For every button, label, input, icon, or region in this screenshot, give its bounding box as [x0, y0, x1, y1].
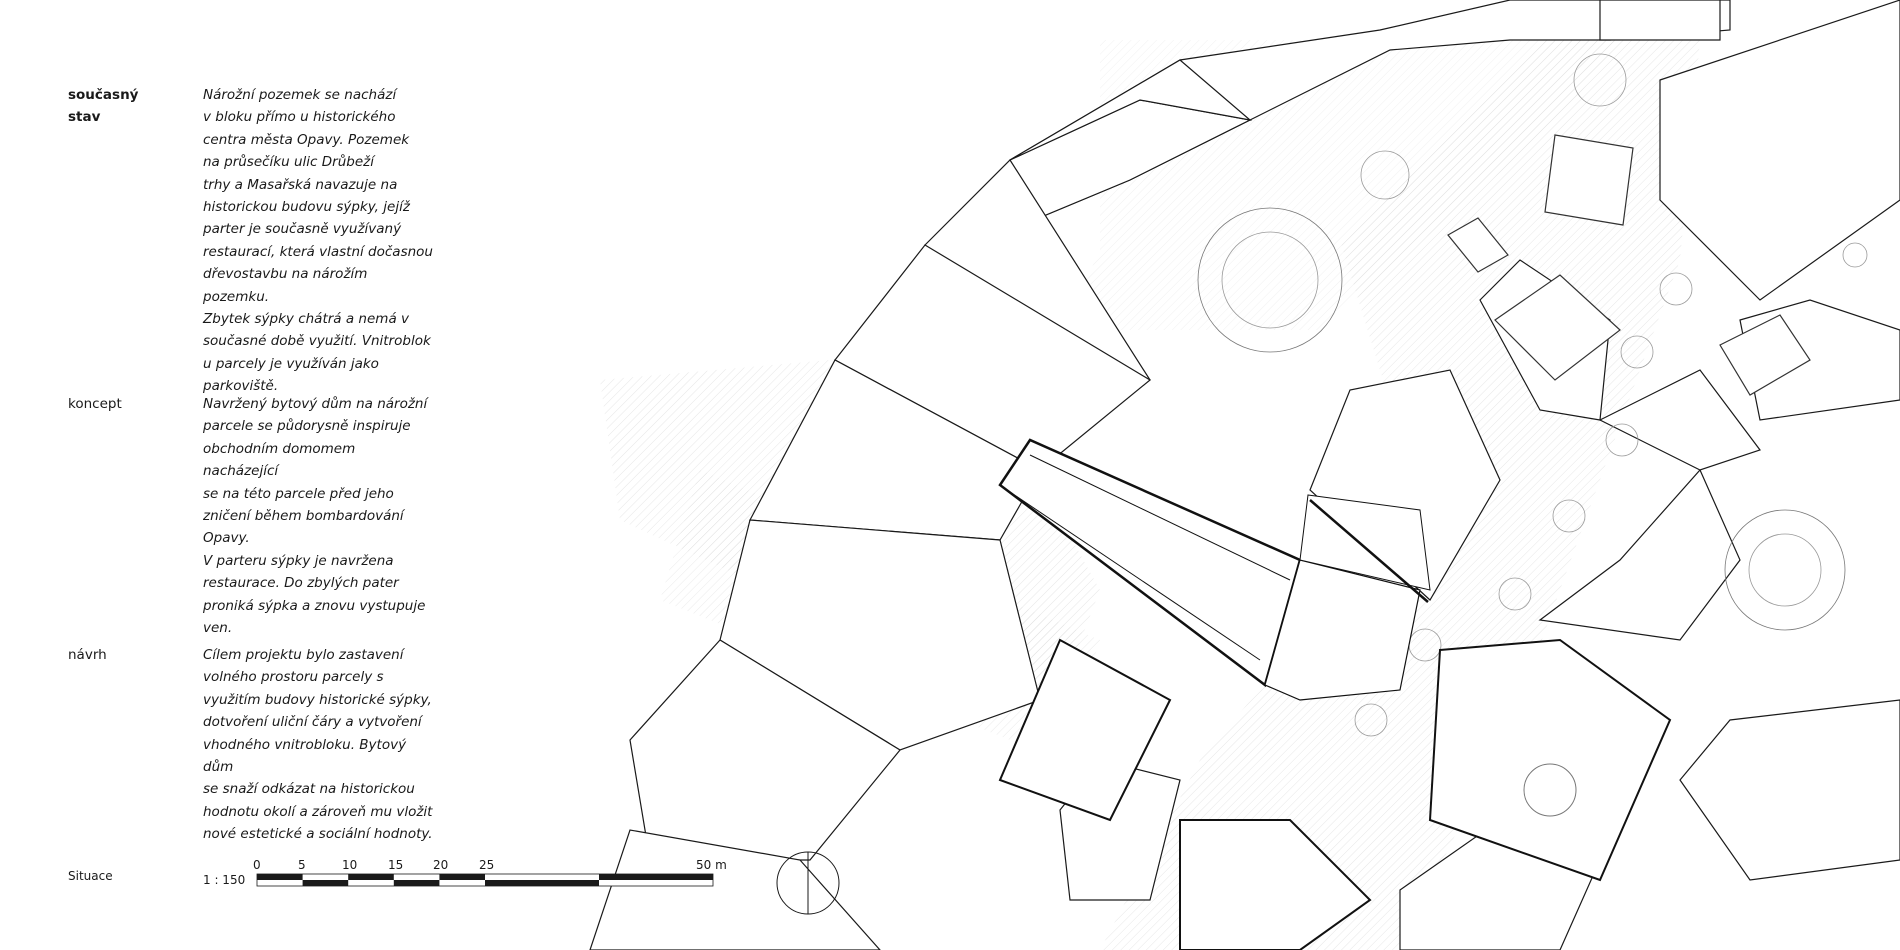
- section-label: současný stav: [68, 87, 139, 126]
- section-label: koncept: [68, 396, 122, 412]
- courtyard-trees: [1197, 53, 1868, 737]
- scale-tick-5: 5: [298, 858, 306, 872]
- north-arrow-icon: [776, 851, 840, 915]
- proposed-building: [998, 438, 1431, 701]
- scale-tick-20: 20: [433, 858, 448, 872]
- plan-caption: Situace: [68, 869, 113, 883]
- section-label: návrh: [68, 647, 107, 663]
- scale-tick-50: 50 m: [696, 858, 727, 872]
- scale-tick-25: 25: [479, 858, 494, 872]
- scale-tick-15: 15: [388, 858, 403, 872]
- scale-tick-10: 10: [342, 858, 357, 872]
- section-text: Navržený bytový dům na nárožní parcele s…: [203, 396, 428, 637]
- courtyard-pavilions: [1447, 134, 1811, 396]
- scale-tick-0: 0: [253, 858, 261, 872]
- scale-ratio: 1 : 150: [203, 873, 246, 887]
- surrounding-buildings: [589, 0, 1900, 950]
- scale-bar: 0 5 10 15 20 25 50 m: [253, 858, 727, 887]
- proposed-residential: [998, 638, 1672, 950]
- section-text: Nárožní pozemek se nachází v bloku přímo…: [203, 87, 433, 395]
- section-text: Cílem projektu bylo zastavení volného pr…: [203, 647, 433, 843]
